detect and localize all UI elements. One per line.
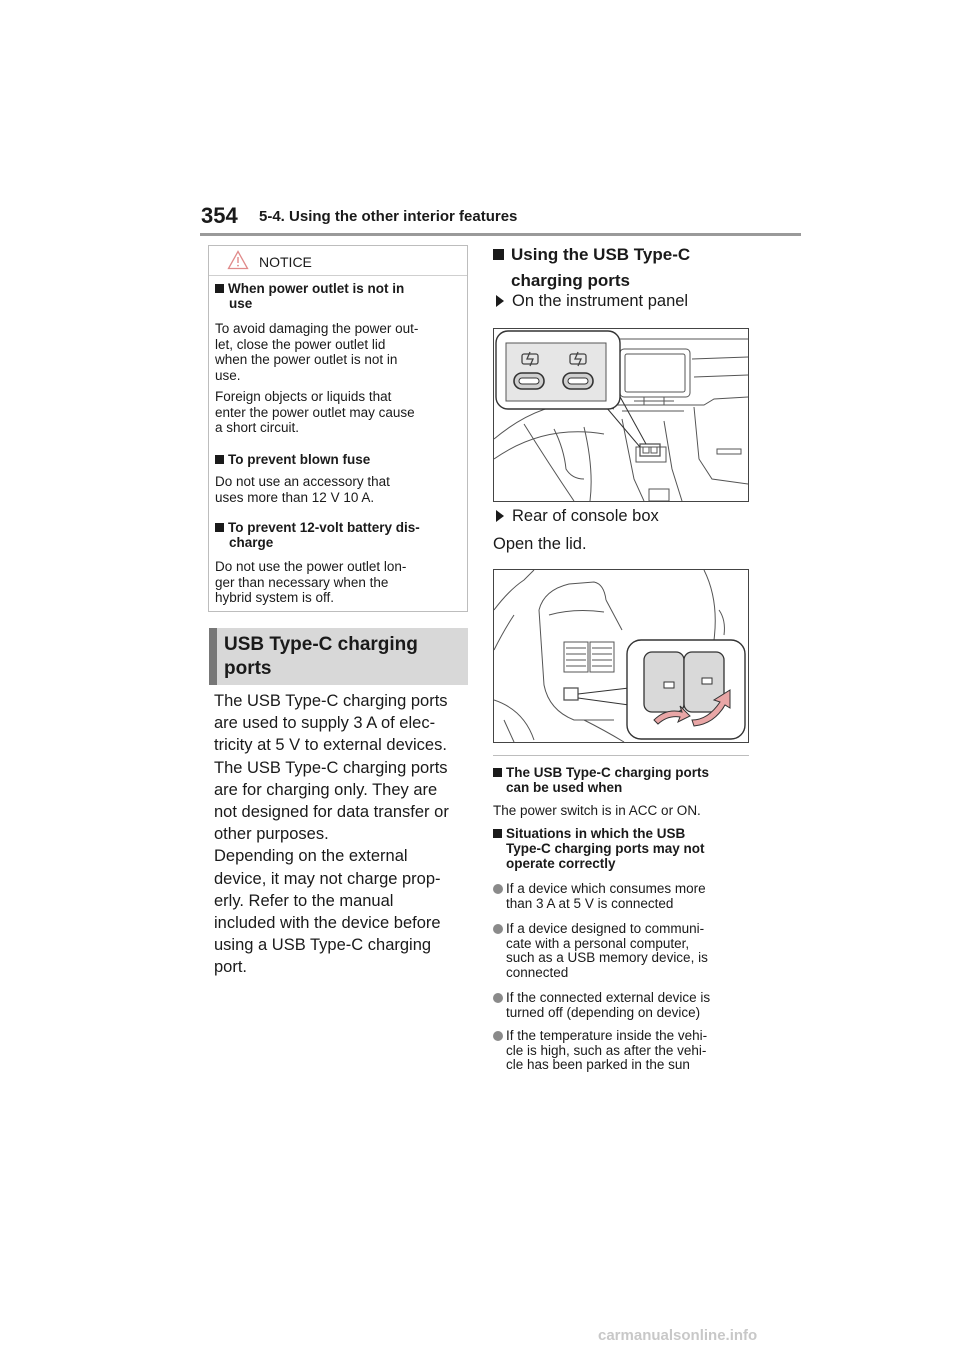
notice-box: NOTICE When power outlet is not in use T… bbox=[208, 245, 468, 612]
square-bullet-icon bbox=[215, 523, 224, 532]
note-heading-when: The USB Type-C charging ports can be use… bbox=[493, 765, 709, 795]
heading-accent-bar bbox=[209, 628, 217, 685]
square-bullet-icon bbox=[493, 829, 502, 838]
console-box-label: Rear of console box bbox=[496, 507, 659, 526]
instrument-panel-label: On the instrument panel bbox=[496, 292, 688, 311]
instrument-panel-illustration bbox=[493, 328, 749, 502]
triangle-bullet-icon bbox=[496, 510, 504, 522]
instrument-panel-drawing bbox=[493, 330, 749, 502]
notice-paragraph: Do not use an accessory that uses more t… bbox=[215, 474, 390, 505]
triangle-bullet-icon bbox=[496, 295, 504, 307]
body-paragraph: The USB Type-C charging ports are used t… bbox=[214, 692, 449, 977]
section-heading-box: USB Type-C charging ports bbox=[209, 628, 468, 685]
console-box-illustration bbox=[493, 569, 749, 743]
notice-paragraph: Foreign objects or liquids that enter th… bbox=[215, 389, 415, 435]
open-lid-text: Open the lid. bbox=[493, 535, 587, 553]
section-heading: USB Type-C charging ports bbox=[224, 634, 418, 679]
square-bullet-icon bbox=[215, 455, 224, 464]
square-bullet-icon bbox=[493, 768, 502, 777]
warning-icon bbox=[227, 250, 249, 270]
note-text-when: The power switch is in ACC or ON. bbox=[493, 803, 701, 818]
section-title: 5-4. Using the other interior features bbox=[259, 208, 518, 225]
note-bullet: If a device which consumes more than 3 A… bbox=[493, 881, 751, 911]
round-bullet-icon bbox=[493, 924, 503, 934]
note-bullet: If a device designed to communi- cate wi… bbox=[493, 921, 751, 980]
notice-header: NOTICE bbox=[209, 246, 467, 276]
watermark: carmanualsonline.info bbox=[598, 1327, 758, 1344]
sub-heading: Using the USB Type-C charging ports bbox=[493, 242, 690, 294]
round-bullet-icon bbox=[493, 993, 503, 1003]
notice-heading-blown-fuse: To prevent blown fuse bbox=[215, 452, 370, 467]
note-bullet: If the temperature inside the vehi- cle … bbox=[493, 1028, 751, 1073]
divider bbox=[493, 755, 749, 756]
notice-heading-battery: To prevent 12-volt battery dis- charge bbox=[215, 520, 420, 550]
square-bullet-icon bbox=[215, 284, 224, 293]
notice-paragraph: To avoid damaging the power out- let, cl… bbox=[215, 321, 419, 383]
notice-label: NOTICE bbox=[259, 254, 312, 270]
square-bullet-icon bbox=[493, 249, 504, 260]
header-rule bbox=[200, 233, 801, 236]
notice-heading-power-outlet: When power outlet is not in use bbox=[215, 281, 404, 311]
page-number: 354 bbox=[201, 203, 238, 228]
console-box-drawing bbox=[493, 569, 746, 743]
round-bullet-icon bbox=[493, 1031, 503, 1041]
round-bullet-icon bbox=[493, 884, 503, 894]
note-bullet: If the connected external device is turn… bbox=[493, 990, 751, 1020]
notice-paragraph: Do not use the power outlet lon- ger tha… bbox=[215, 559, 407, 605]
note-heading-situations: Situations in which the USB Type-C charg… bbox=[493, 826, 705, 871]
